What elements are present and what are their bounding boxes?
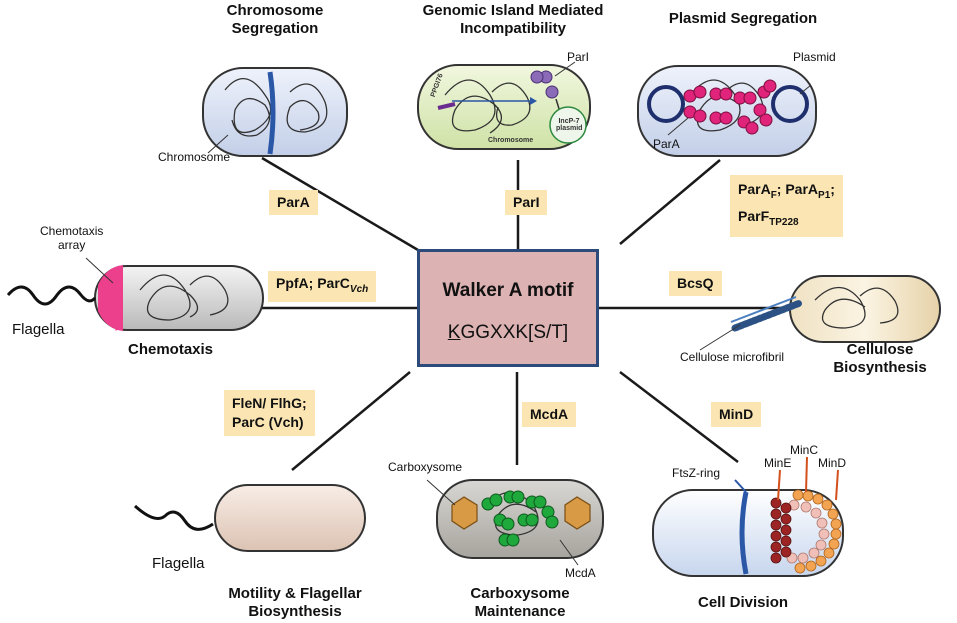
cellulose-cell — [699, 275, 941, 351]
genomic-island-cell — [417, 61, 591, 150]
tag-motility-proteins: FleN/ FlhG; ParC (Vch) — [224, 390, 315, 436]
tag-para: ParA — [269, 190, 318, 215]
chromosome-segregation-title: Chromosome Segregation — [226, 2, 324, 37]
ftsz-ring-label: FtsZ-ring — [672, 466, 720, 480]
mine-label: MinE — [764, 456, 792, 470]
chromosome-label: Chromosome — [158, 150, 231, 164]
line-chromosome — [261, 156, 419, 252]
para-label: ParA — [653, 137, 680, 151]
chemotaxis-title: Chemotaxis — [128, 341, 214, 358]
genomic-chromosome-label: Chromosome — [488, 137, 534, 144]
line-plasmid — [619, 159, 721, 245]
tag-parap1: ; ParA — [776, 181, 819, 197]
genomic-island-title: Genomic Island Mediated Incompatibility — [422, 2, 604, 37]
motility-title: Motility & Flagellar Biosynthesis — [228, 585, 362, 620]
tag-chemotaxis-proteins: PpfA; ParCVch — [268, 271, 377, 302]
tag-parf: ParF — [738, 207, 770, 224]
tag-mind: MinD — [711, 402, 762, 427]
tag-ppfa-parc: PpfA; ParC — [276, 275, 350, 291]
connector-lines — [261, 156, 790, 471]
motif-sequence: KGGXXK[S/T] — [420, 322, 596, 344]
tag-pari: ParI — [505, 190, 548, 215]
plasmid-label: Plasmid — [793, 50, 836, 64]
chromosome-segregation-cell — [202, 67, 348, 157]
line-motility — [291, 371, 411, 471]
incp7-plasmid-label: IncP-7 plasmid — [556, 118, 583, 132]
cellulose-title: Cellulose Biosynthesis — [833, 341, 927, 376]
tag-parf-sub: TP228 — [769, 216, 799, 228]
cell-division-cell — [652, 456, 844, 577]
minc-label: MinC — [790, 443, 819, 457]
plasmid-segregation-cell — [637, 65, 817, 157]
walker-a-motif-box: Walker A motif KGGXXK[S/T] — [417, 249, 599, 367]
mcda-label: McdA — [565, 566, 596, 580]
motility-cell — [133, 484, 366, 552]
motif-seq-k: K — [447, 322, 461, 343]
motif-seq-rest: GGXXK[S/T] — [460, 322, 569, 343]
line-cell-division — [619, 371, 739, 463]
mind-label: MinD — [818, 456, 847, 470]
motif-title: Walker A motif — [442, 280, 574, 301]
carboxysome-cell — [426, 479, 604, 566]
tag-mcda: McdA — [522, 402, 577, 427]
tag-parap1-sub: P1 — [818, 189, 831, 201]
cellulose-microfibril-label: Cellulose microfibril — [680, 350, 785, 364]
tag-bcsq: BcsQ — [669, 271, 722, 296]
parl-label: ParI — [567, 50, 590, 64]
carboxysome-title: Carboxysome Maintenance — [470, 585, 570, 620]
tag-plasmid-proteins: ParAF; ParAP1; ParFTP228 — [730, 175, 843, 237]
chemotaxis-array-label: Chemotaxis array — [40, 224, 104, 252]
carboxysome-label: Carboxysome — [388, 460, 463, 474]
tag-paraf-sub: F — [770, 189, 777, 201]
cell-division-title: Cell Division — [698, 594, 789, 611]
plasmid-segregation-title: Plasmid Segregation — [668, 10, 818, 27]
tag-vch-sub: Vch — [349, 283, 369, 295]
chemotaxis-flagella-label: Flagella — [12, 321, 65, 338]
tag-paraf: ParA — [738, 181, 771, 197]
chemotaxis-cell — [6, 257, 264, 331]
tag-semicolon: ; — [830, 181, 835, 197]
motility-flagella-label: Flagella — [152, 555, 205, 572]
